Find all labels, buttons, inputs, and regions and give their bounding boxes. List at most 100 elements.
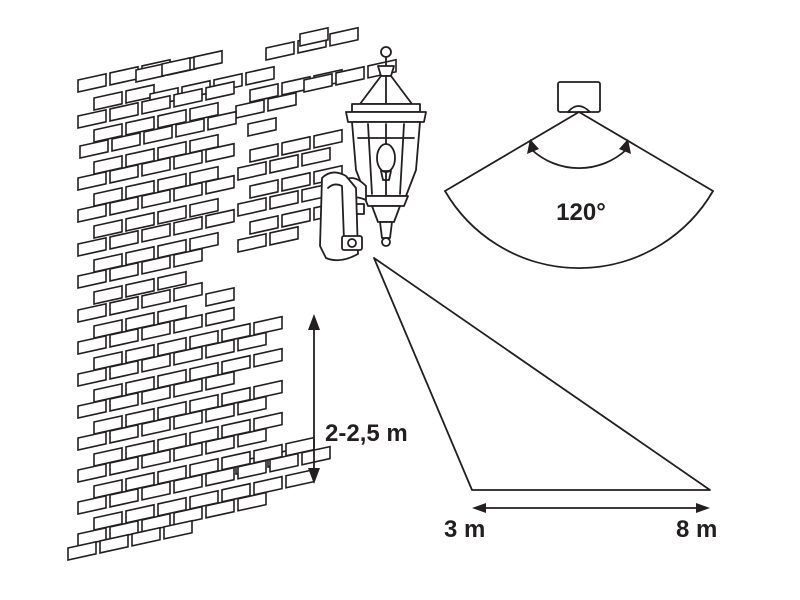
brick xyxy=(301,146,331,167)
brick xyxy=(205,370,235,391)
brick xyxy=(109,359,139,380)
brick xyxy=(173,247,203,268)
brick xyxy=(77,430,107,451)
brick xyxy=(125,115,155,136)
brick xyxy=(77,268,107,289)
brick xyxy=(161,56,191,77)
brick xyxy=(249,142,279,163)
brick xyxy=(77,236,107,257)
brick xyxy=(77,108,107,129)
brick xyxy=(93,90,123,111)
brick xyxy=(77,334,107,355)
brick xyxy=(141,156,171,177)
brick xyxy=(281,207,311,228)
range-dimension-arrow xyxy=(472,503,710,513)
brick xyxy=(269,225,299,246)
brick xyxy=(205,434,235,455)
brick xyxy=(173,87,203,108)
brick xyxy=(93,218,123,239)
brick xyxy=(175,117,205,138)
brick xyxy=(237,232,267,253)
brick xyxy=(237,160,267,181)
brick xyxy=(253,475,283,496)
range-min-label: 3 m xyxy=(444,516,485,543)
detection-fan-top-view xyxy=(444,81,714,269)
brick xyxy=(237,395,267,416)
brick xyxy=(173,441,203,462)
detection-angle-label: 120° xyxy=(556,199,606,226)
brick xyxy=(173,409,203,430)
brick xyxy=(249,214,279,235)
brick xyxy=(205,174,235,195)
brick xyxy=(99,533,129,554)
brick xyxy=(269,452,299,473)
brick xyxy=(193,49,223,70)
brick xyxy=(173,281,203,302)
brick xyxy=(247,116,277,137)
brick xyxy=(205,142,235,163)
brick xyxy=(221,354,251,375)
brick xyxy=(93,284,123,305)
brick xyxy=(93,122,123,143)
brick xyxy=(77,462,107,483)
brick xyxy=(335,65,365,86)
brick xyxy=(249,82,279,103)
brick xyxy=(267,91,297,112)
brick xyxy=(237,427,267,448)
brick xyxy=(237,196,267,217)
brick xyxy=(205,208,235,229)
brick xyxy=(141,448,171,469)
brick xyxy=(125,211,155,232)
brick xyxy=(281,171,311,192)
brick xyxy=(109,163,139,184)
brick xyxy=(135,62,165,83)
brick xyxy=(77,202,107,223)
brick xyxy=(173,473,203,494)
brick xyxy=(237,491,267,512)
brick xyxy=(163,519,193,540)
mounting-height-label: 2-2,5 m xyxy=(325,420,408,447)
brick xyxy=(109,327,139,348)
brick xyxy=(205,402,235,423)
brick xyxy=(205,80,235,101)
brick xyxy=(207,110,237,131)
brick xyxy=(189,231,219,252)
brick xyxy=(143,124,173,145)
brick xyxy=(303,72,333,93)
brick xyxy=(173,345,203,366)
detection-zone-side-view xyxy=(373,257,711,491)
brick xyxy=(77,366,107,387)
brick xyxy=(109,261,139,282)
brick xyxy=(157,108,187,129)
brick xyxy=(173,215,203,236)
brick xyxy=(141,352,171,373)
brick xyxy=(79,138,109,159)
brick xyxy=(235,98,265,119)
brick xyxy=(141,480,171,501)
brick xyxy=(173,505,203,526)
brick xyxy=(301,445,331,466)
brick xyxy=(205,498,235,519)
brick xyxy=(109,295,139,316)
brick xyxy=(141,94,171,115)
brick xyxy=(109,391,139,412)
brick xyxy=(157,204,187,225)
brick xyxy=(205,306,235,327)
brick xyxy=(131,526,161,547)
brick xyxy=(173,149,203,170)
brick xyxy=(77,72,107,93)
range-max-label: 8 m xyxy=(676,516,717,543)
brick xyxy=(189,197,219,218)
brick xyxy=(77,494,107,515)
brick xyxy=(109,65,139,86)
brick xyxy=(111,131,141,152)
brick-wall-icon xyxy=(67,26,397,561)
lantern-lamp-icon xyxy=(319,46,427,262)
brick xyxy=(249,178,279,199)
brick xyxy=(253,379,283,400)
brick xyxy=(299,26,329,47)
brick xyxy=(281,135,311,156)
brick xyxy=(237,331,267,352)
brick xyxy=(141,416,171,437)
